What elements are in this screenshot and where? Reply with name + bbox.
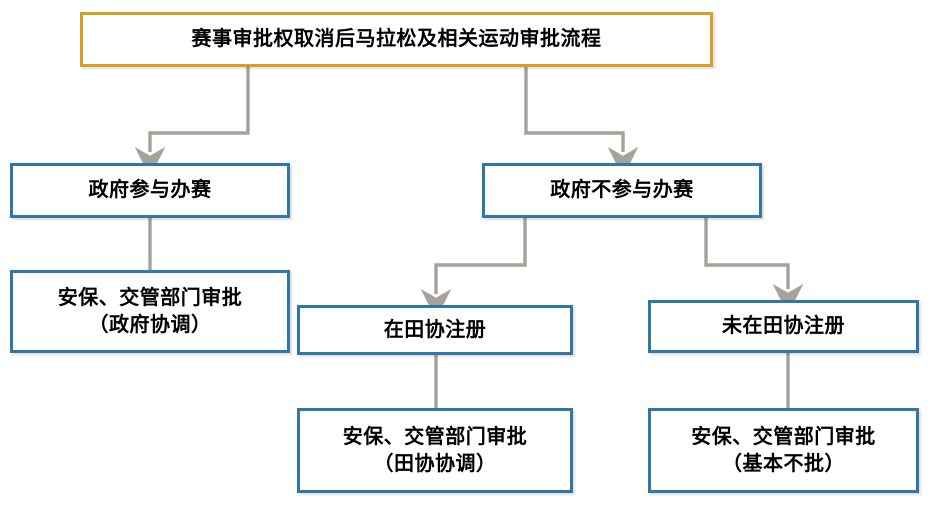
node-title: 赛事审批权取消后马拉松及相关运动审批流程 <box>80 12 713 67</box>
node-rarely-approved-line-2: （基本不批） <box>722 452 845 475</box>
node-rarely-approved-line-1: 安保、交管部门审批 <box>691 425 876 448</box>
node-assoc-approval-line-2: （田协协调） <box>373 452 497 475</box>
node-assoc-approval[interactable]: 安保、交管部门审批 （田协协调） <box>297 408 573 493</box>
connector-title-to-gov-participates <box>134 67 250 178</box>
connector-title-to-gov-not-participates <box>524 67 639 178</box>
node-registered[interactable]: 在田协注册 <box>297 305 573 355</box>
node-assoc-approval-line-1: 安保、交管部门审批 <box>342 425 528 448</box>
connector-gov-not-participates-to-not-registered <box>704 218 804 315</box>
node-gov-not-participates[interactable]: 政府不参与办赛 <box>482 163 762 218</box>
node-gov-not-participates-line-1: 政府不参与办赛 <box>550 179 694 201</box>
connector-gov-not-participates-to-registered <box>420 218 527 320</box>
node-gov-participates-line-1: 政府参与办赛 <box>88 179 212 201</box>
node-gov-participates[interactable]: 政府参与办赛 <box>10 163 290 218</box>
node-registered-line-1: 在田协注册 <box>383 318 487 341</box>
node-gov-approval-line-1: 安保、交管部门审批 <box>57 286 243 309</box>
node-gov-approval-line-2: （政府协调） <box>88 313 212 336</box>
node-title-line-1: 赛事审批权取消后马拉松及相关运动审批流程 <box>191 28 602 50</box>
node-not-registered[interactable]: 未在田协注册 <box>648 300 919 353</box>
node-gov-approval[interactable]: 安保、交管部门审批 （政府协调） <box>10 270 290 353</box>
node-rarely-approved[interactable]: 安保、交管部门审批 （基本不批） <box>648 408 919 493</box>
node-not-registered-line-1: 未在田协注册 <box>722 315 845 337</box>
